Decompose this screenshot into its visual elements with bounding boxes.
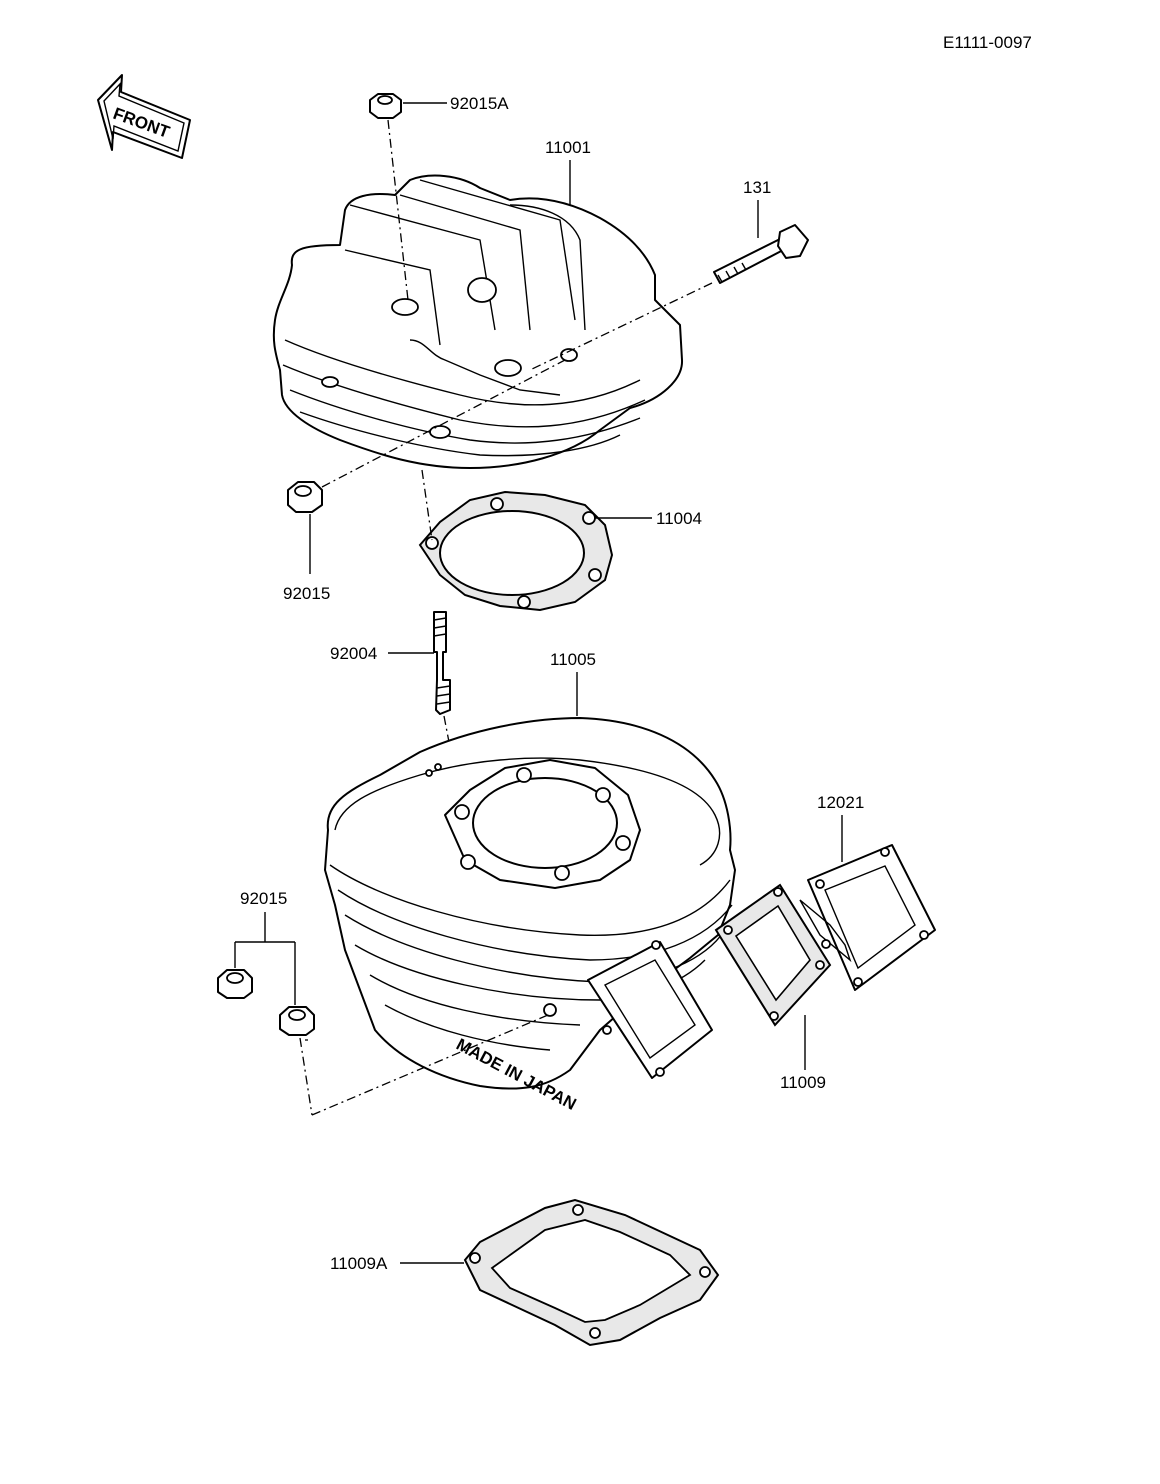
diagram-id: E1111-0097 — [943, 33, 1032, 52]
head-gasket-11004 — [418, 490, 614, 612]
head-bolt-hole — [391, 298, 419, 316]
label-131: 131 — [743, 178, 771, 197]
label-11009A: 11009A — [330, 1254, 388, 1273]
label-11004: 11004 — [656, 509, 702, 528]
label-92015-bottom: 92015 — [240, 889, 287, 908]
cylinder-11005: MADE IN JAPAN — [324, 717, 736, 1114]
reed-valve-12021 — [799, 844, 936, 991]
spark-plug-hole — [467, 277, 497, 303]
nut-92015-top — [287, 481, 323, 513]
head-bolt-hole — [494, 359, 522, 377]
head-bolt-hole — [321, 376, 339, 388]
stud-92004 — [433, 611, 451, 715]
bolt-131 — [713, 224, 809, 284]
base-gasket-11009A — [463, 1198, 720, 1347]
label-11009: 11009 — [780, 1073, 826, 1092]
label-92015-top: 92015 — [283, 584, 330, 603]
head-bolt-hole — [429, 425, 451, 439]
label-12021: 12021 — [817, 793, 864, 812]
front-arrow-icon: FRONT — [97, 74, 191, 159]
head-bolt-hole — [560, 348, 578, 362]
label-92015A: 92015A — [450, 94, 509, 113]
nut-92015A — [369, 93, 402, 119]
nut-92015-bottom-1 — [217, 969, 253, 999]
cylinder-head — [272, 174, 684, 469]
label-92004: 92004 — [330, 644, 377, 663]
label-11005: 11005 — [550, 650, 596, 669]
nut-92015-bottom-2 — [279, 1006, 315, 1036]
intake-gasket-11009 — [714, 883, 832, 1027]
label-11001: 11001 — [545, 138, 591, 157]
